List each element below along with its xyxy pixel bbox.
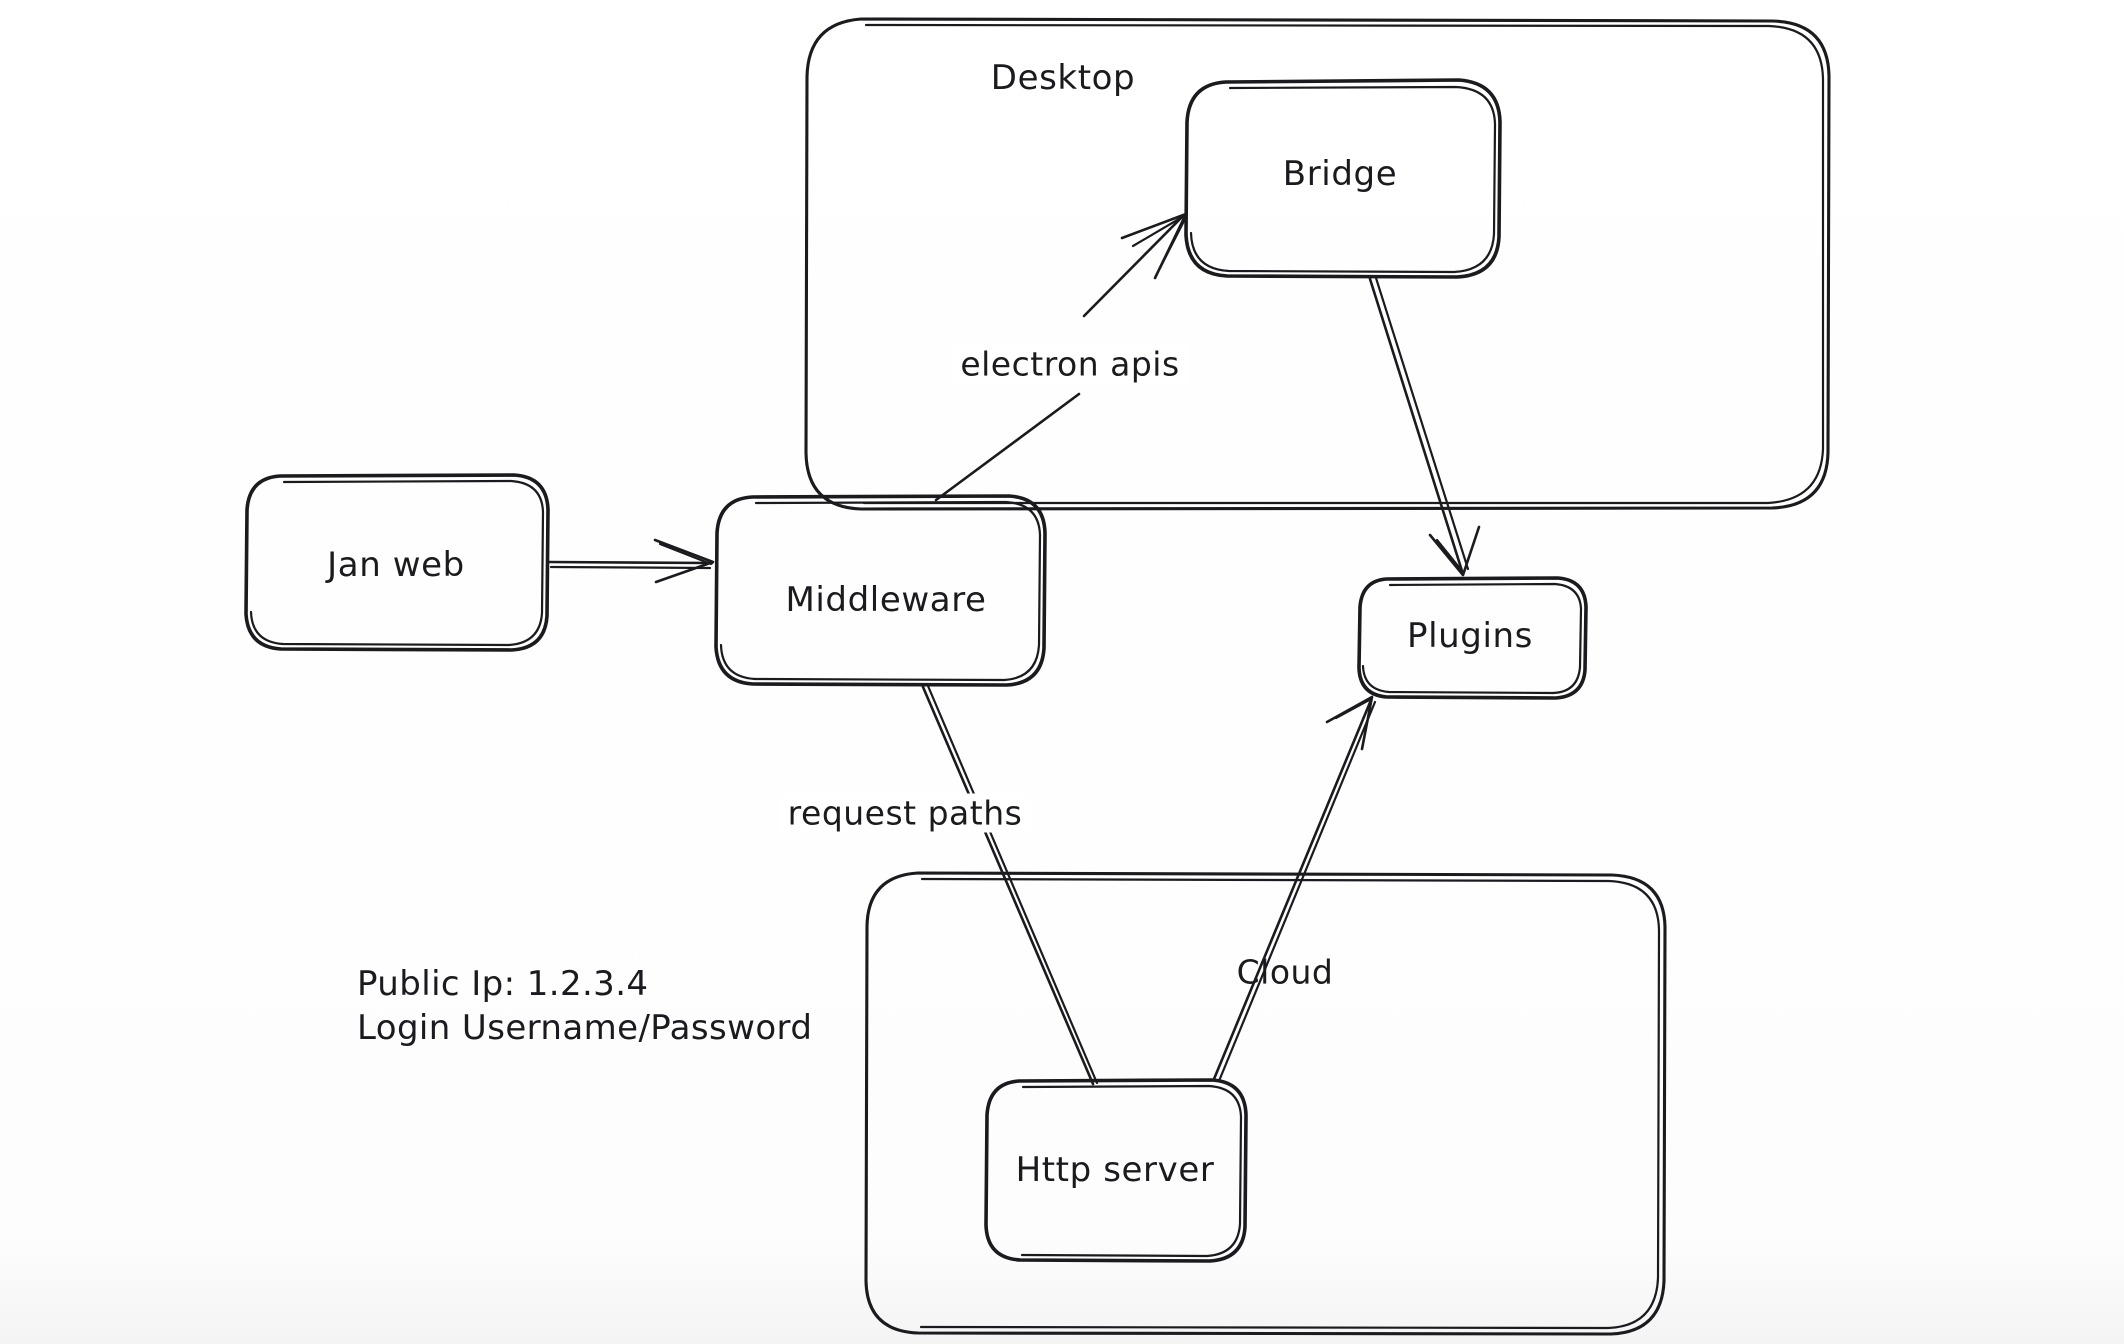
group-desktop-outline — [804, 17, 1831, 511]
node-middleware-outline[interactable] — [714, 494, 1047, 687]
node-plugins-outline[interactable] — [1357, 576, 1588, 700]
node-middleware[interactable] — [715, 495, 1045, 685]
edge-janweb-to-middleware[interactable] — [547, 538, 715, 584]
node-jan-web-outline[interactable] — [244, 473, 550, 652]
node-bridge[interactable] — [1185, 80, 1500, 277]
node-jan-web[interactable] — [245, 475, 548, 650]
group-label-cloud: Cloud — [1236, 952, 1334, 992]
login-credentials-line: Login Username/Password — [357, 1007, 813, 1048]
node-http-server[interactable] — [985, 1080, 1245, 1260]
edge-middleware-to-bridge[interactable] — [934, 212, 1188, 502]
node-label-http-server: Http server — [1015, 1150, 1215, 1190]
node-plugins[interactable] — [1360, 578, 1585, 698]
edge-bridge-to-plugins[interactable] — [1368, 276, 1481, 577]
node-label-jan-web: Jan web — [327, 545, 465, 585]
edge-middleware-to-httpserver[interactable] — [921, 684, 1099, 1086]
node-http-server-outline[interactable] — [984, 1078, 1248, 1263]
edge-httpserver-to-plugins[interactable] — [1212, 695, 1377, 1083]
node-label-bridge: Bridge — [1282, 154, 1398, 194]
node-label-plugins: Plugins — [1407, 616, 1533, 656]
public-ip-line: Public Ip: 1.2.3.4 — [357, 964, 649, 1004]
group-cloud-outline — [864, 871, 1667, 1336]
edge-label-electron-apis: electron apis — [952, 344, 1188, 384]
edge-label-request-paths: request paths — [779, 793, 1031, 833]
group-label-desktop: Desktop — [990, 58, 1136, 98]
public-ip-note: Public Ip: 1.2.3.4 Login Username/Passwo… — [357, 963, 812, 1050]
node-label-middleware: Middleware — [785, 580, 987, 620]
node-bridge-outline[interactable] — [1184, 78, 1502, 279]
